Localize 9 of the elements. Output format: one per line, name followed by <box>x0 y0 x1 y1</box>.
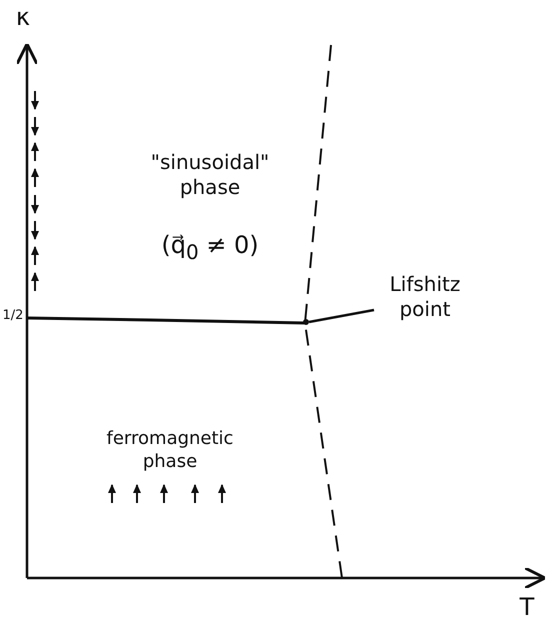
tick-label: 1/2 <box>2 308 24 324</box>
callout-label: Lifshitz point <box>370 272 480 322</box>
axis-label: T <box>518 592 536 622</box>
leader-line <box>308 308 374 324</box>
phase-point-dot <box>303 319 309 325</box>
axis-label: κ <box>14 2 32 32</box>
region-label: ferromagnetic phase <box>106 428 234 473</box>
region-label: (q⃗$_{0}$ ≠ 0) <box>160 230 260 265</box>
region-label: "sinusoidal" phase <box>150 150 270 200</box>
